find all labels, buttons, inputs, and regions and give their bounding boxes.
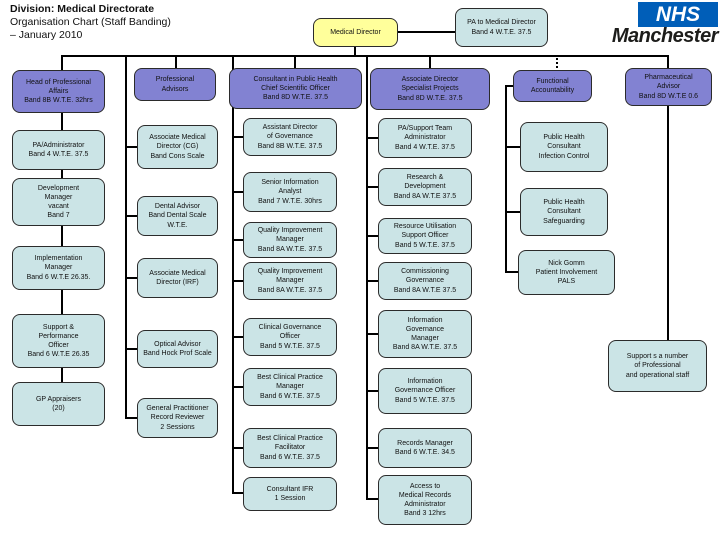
chart-date: – January 2010 <box>10 29 83 42</box>
connector-col4-stub-3 <box>366 235 379 237</box>
org-box-support-staff-note: Support s a number of Professional and o… <box>608 340 707 392</box>
connector-col5-stub-2 <box>505 211 521 213</box>
connector-col3-stub-1 <box>232 136 244 138</box>
org-box-pa-to-medical-director: PA to Medical Director Band 4 W.T.E. 37.… <box>455 8 548 47</box>
connector-col4-stub-1 <box>366 137 379 139</box>
org-box-best-clinical-practice-manager: Best Clinical Practice Manager Band 6 W.… <box>243 368 337 406</box>
org-box-implementation-manager: Implementation Manager Band 6 W.T.E 26.3… <box>12 246 105 290</box>
org-box-records-manager: Records Manager Band 6 W.T.E. 34.5 <box>378 428 472 468</box>
org-box-development-manager: Development Manager vacant Band 7 <box>12 178 105 226</box>
org-box-pa-administrator: PA/Administrator Band 4 W.T.E. 37.5 <box>12 130 105 170</box>
connector-col5-header-link <box>505 85 515 87</box>
org-box-resource-utilisation-support-officer: Resource Utilisation Support Officer Ban… <box>378 218 472 254</box>
org-box-associate-medical-director-cg: Associate Medical Director (CG) Band Con… <box>137 125 218 169</box>
org-box-gp-record-reviewer: General Practitioner Record Reviewer 2 S… <box>137 398 218 438</box>
connector-col4-spine <box>366 55 368 500</box>
connector-col4-header-stub <box>429 55 431 70</box>
connector-col3-stub-8 <box>232 492 244 494</box>
org-box-professional-advisors: Professional Advisors <box>134 68 216 101</box>
connector-col5-stub-3 <box>505 271 521 273</box>
connector-director-down <box>354 46 356 56</box>
connector-col5-spine <box>505 85 507 273</box>
org-box-patient-involvement-pals: Nick Gomm Patient Involvement PALS <box>518 250 615 295</box>
connector-trunk <box>61 55 669 57</box>
org-box-associate-director-specialist-projects: Associate Director Specialist Projects B… <box>370 68 490 110</box>
slide-title: Division: Medical Directorate Organisati… <box>10 3 171 42</box>
org-box-commissioning-governance: Commissioning Governance Band 8A W.T.E 3… <box>378 262 472 300</box>
connector-col3-stub-5 <box>232 336 244 338</box>
org-box-assistant-director-governance: Assistant Director of Governance Band 8B… <box>243 118 337 156</box>
org-box-functional-accountability: Functional Accountability <box>513 70 592 102</box>
connector-col4-stub-5 <box>366 333 379 335</box>
org-box-head-of-professional-affairs: Head of Professional Affairs Band 8B W.T… <box>12 70 105 113</box>
org-box-access-medical-records-administrator: Access to Medical Records Administrator … <box>378 475 472 525</box>
org-box-best-clinical-practice-facilitator: Best Clinical Practice Facilitator Band … <box>243 428 337 468</box>
org-box-associate-medical-director-irf: Associate Medical Director (IRF) <box>137 258 218 298</box>
org-box-gp-appraisers: GP Appraisers (20) <box>12 382 105 426</box>
org-box-consultant-ifr: Consultant IFR 1 Session <box>243 477 337 511</box>
org-box-optical-advisor: Optical Advisor Band Hock Prof Scale <box>137 330 218 368</box>
connector-col3-stub-3 <box>232 239 244 241</box>
org-box-senior-information-analyst: Senior Information Analyst Band 7 W.T.E.… <box>243 172 337 212</box>
connector-col3-stub-6 <box>232 386 244 388</box>
connector-col3-stub-7 <box>232 447 244 449</box>
org-box-pa-support-team-administrator: PA/Support Team Administrator Band 4 W.T… <box>378 118 472 158</box>
division-title: Division: Medical Directorate <box>10 3 155 15</box>
connector-col3-stub-4 <box>232 280 244 282</box>
org-box-support-performance-officer: Support & Performance Officer Band 6 W.T… <box>12 314 105 368</box>
connector-col5-stub-1 <box>505 146 521 148</box>
connector-col4-stub-4 <box>366 280 379 282</box>
connector-col2-stub-1 <box>125 146 138 148</box>
org-box-dental-advisor: Dental Advisor Band Dental Scale W.T.E. <box>137 196 218 236</box>
org-box-consultant-public-health: Consultant in Public Health Chief Scient… <box>229 68 362 109</box>
connector-col2-stub-2 <box>125 215 138 217</box>
connector-col3-header-stub <box>294 55 296 70</box>
organisation-name: Manchester <box>611 25 719 47</box>
org-box-research-development: Research & Development Band 8A W.T.E 37.… <box>378 168 472 206</box>
org-box-public-health-consultant-infection-control: Public Health Consultant Infection Contr… <box>520 122 608 172</box>
nhs-logo-text: NHS <box>655 2 701 26</box>
connector-col2-stub-4 <box>125 348 138 350</box>
org-box-pharmaceutical-advisor: Pharmaceutical Advisor Band 8D W.T.E 0.6 <box>625 68 712 106</box>
connector-col3-spine <box>232 55 234 494</box>
connector-col5-dotted-stub <box>556 55 558 72</box>
connector-col3-stub-2 <box>232 191 244 193</box>
connector-col4-stub-2 <box>366 186 379 188</box>
org-box-public-health-consultant-safeguarding: Public Health Consultant Safeguarding <box>520 188 608 236</box>
nhs-logo: NHS <box>638 2 718 27</box>
connector-director-to-pa <box>398 31 455 33</box>
connector-col4-stub-6 <box>366 390 379 392</box>
org-box-information-governance-officer: Information Governance Officer Band 5 W.… <box>378 368 472 414</box>
chart-subtitle: Organisation Chart (Staff Banding) <box>10 16 171 29</box>
connector-col4-stub-7 <box>366 447 379 449</box>
connector-col2-spine <box>125 55 127 418</box>
org-box-quality-improvement-manager-2: Quality Improvement Manager Band 8A W.T.… <box>243 262 337 300</box>
org-box-information-governance-manager: Information Governance Manager Band 8A W… <box>378 310 472 358</box>
connector-col2-stub-3 <box>125 277 138 279</box>
connector-col6-drop <box>667 55 669 342</box>
org-box-medical-director: Medical Director <box>313 18 398 47</box>
connector-col4-stub-8 <box>366 498 379 500</box>
connector-col2-stub-5 <box>125 417 138 419</box>
org-box-quality-improvement-manager-1: Quality Improvement Manager Band 8A W.T.… <box>243 222 337 258</box>
connector-col2-header-stub <box>175 55 177 70</box>
org-box-clinical-governance-officer: Clinical Governance Officer Band 5 W.T.E… <box>243 318 337 356</box>
